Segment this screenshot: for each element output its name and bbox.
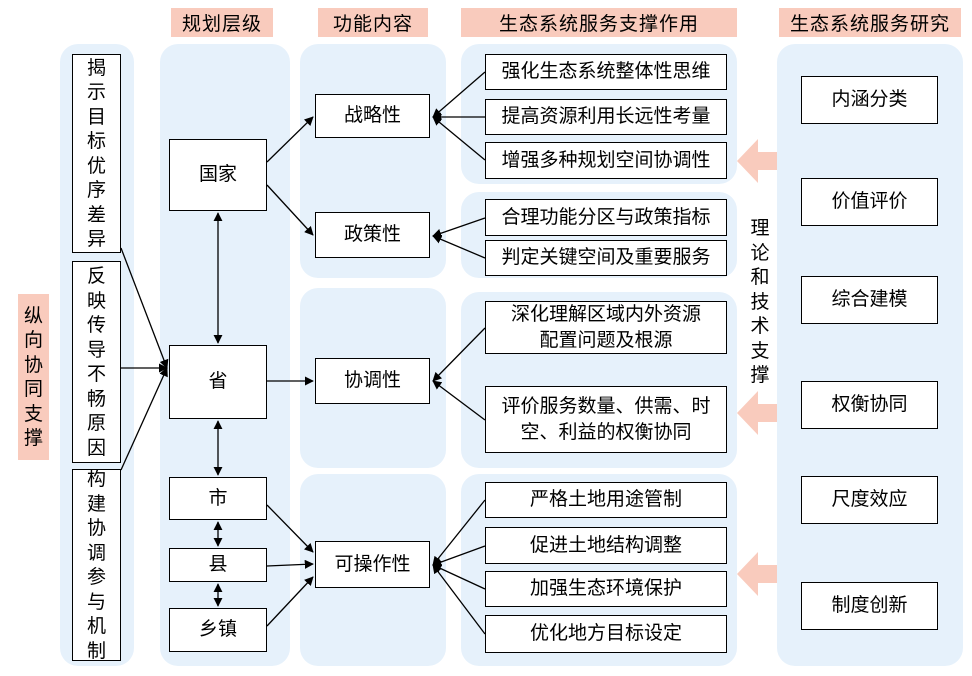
- function-coordination: 协调性: [315, 358, 430, 404]
- arrow-goals-province: [120, 247, 169, 369]
- arrow-mechanism-province: [120, 367, 168, 471]
- support-operability-1: 严格土地用途管制: [485, 482, 727, 518]
- left-box-goals: 揭示目标优序差异: [72, 54, 121, 253]
- left-box-mechanism-text: 构建协调参与机制: [86, 468, 106, 662]
- left-box-mechanism: 构建协调参与机制: [72, 468, 121, 662]
- left-box-transmission: 反映传导不畅原因: [72, 261, 121, 463]
- left-box-transmission-text: 反映传导不畅原因: [86, 265, 106, 459]
- function-operability: 可操作性: [315, 541, 430, 588]
- block-arrow-operability: [737, 552, 777, 596]
- arrow-support-c1: [432, 327, 486, 382]
- arrow-support-c2: [432, 380, 486, 421]
- level-province: 省: [169, 345, 267, 419]
- arrow-support-o3: [432, 564, 486, 590]
- arrow-support-o4: [432, 564, 486, 635]
- support-policy-1: 合理功能分区与政策指标: [485, 199, 727, 236]
- support-operability-4: 优化地方目标设定: [485, 615, 727, 653]
- research-valuation: 价值评价: [801, 178, 938, 226]
- theory-label-text: 理论和技术支撑: [750, 217, 770, 387]
- support-strategic-3: 增强多种规划空间协调性: [485, 142, 727, 179]
- research-tradeoff: 权衡协同: [801, 381, 938, 429]
- arrow-support-p1: [432, 217, 486, 238]
- arrow-support-p2: [432, 235, 486, 259]
- block-arrow-strategic: [737, 139, 777, 183]
- support-operability-3: 加强生态环境保护: [485, 571, 727, 607]
- level-national: 国家: [169, 139, 267, 211]
- level-town: 乡镇: [169, 608, 267, 652]
- support-strategic-1: 强化生态系统整体性思维: [485, 54, 727, 90]
- support-coordination-1: 深化理解区域内外资源 配置问题及根源: [485, 301, 727, 354]
- left-label: 纵向协同支撑: [18, 294, 49, 460]
- research-institution: 制度创新: [801, 582, 938, 630]
- block-arrow-coordination: [737, 391, 777, 435]
- support-coordination-2: 评价服务数量、供需、时 空、利益的权衡协同: [485, 386, 727, 453]
- research-connotation: 内涵分类: [801, 76, 938, 124]
- arrow-town-operability: [266, 576, 314, 627]
- support-policy-2: 判定关键空间及重要服务: [485, 240, 727, 276]
- left-label-text: 纵向协同支撑: [23, 304, 43, 450]
- header-research: 生态系统服务研究: [779, 8, 961, 37]
- arrow-national-strategic: [266, 116, 314, 163]
- arrow-support-o1: [432, 499, 486, 566]
- research-panel: [777, 44, 963, 666]
- header-support: 生态系统服务支撑作用: [461, 8, 737, 37]
- arrow-support-o2: [432, 545, 486, 567]
- arrow-support-s3: [432, 116, 486, 161]
- arrow-support-s1: [432, 71, 486, 118]
- research-modeling: 综合建模: [801, 276, 938, 324]
- level-county: 县: [169, 548, 267, 582]
- level-city: 市: [169, 477, 267, 520]
- header-levels: 规划层级: [171, 8, 273, 37]
- support-operability-2: 促进土地结构调整: [485, 527, 727, 564]
- function-policy: 政策性: [315, 212, 430, 258]
- arrow-national-policy: [266, 184, 314, 236]
- theory-label: 理论和技术支撑: [747, 214, 773, 390]
- arrow-city-operability: [266, 504, 314, 553]
- header-function: 功能内容: [318, 8, 428, 37]
- function-strategic: 战略性: [315, 94, 430, 138]
- left-box-goals-text: 揭示目标优序差异: [86, 56, 106, 251]
- research-scale: 尺度效应: [801, 476, 938, 524]
- arrow-county-operability: [266, 559, 314, 569]
- support-strategic-2: 提高资源利用长远性考量: [485, 99, 727, 135]
